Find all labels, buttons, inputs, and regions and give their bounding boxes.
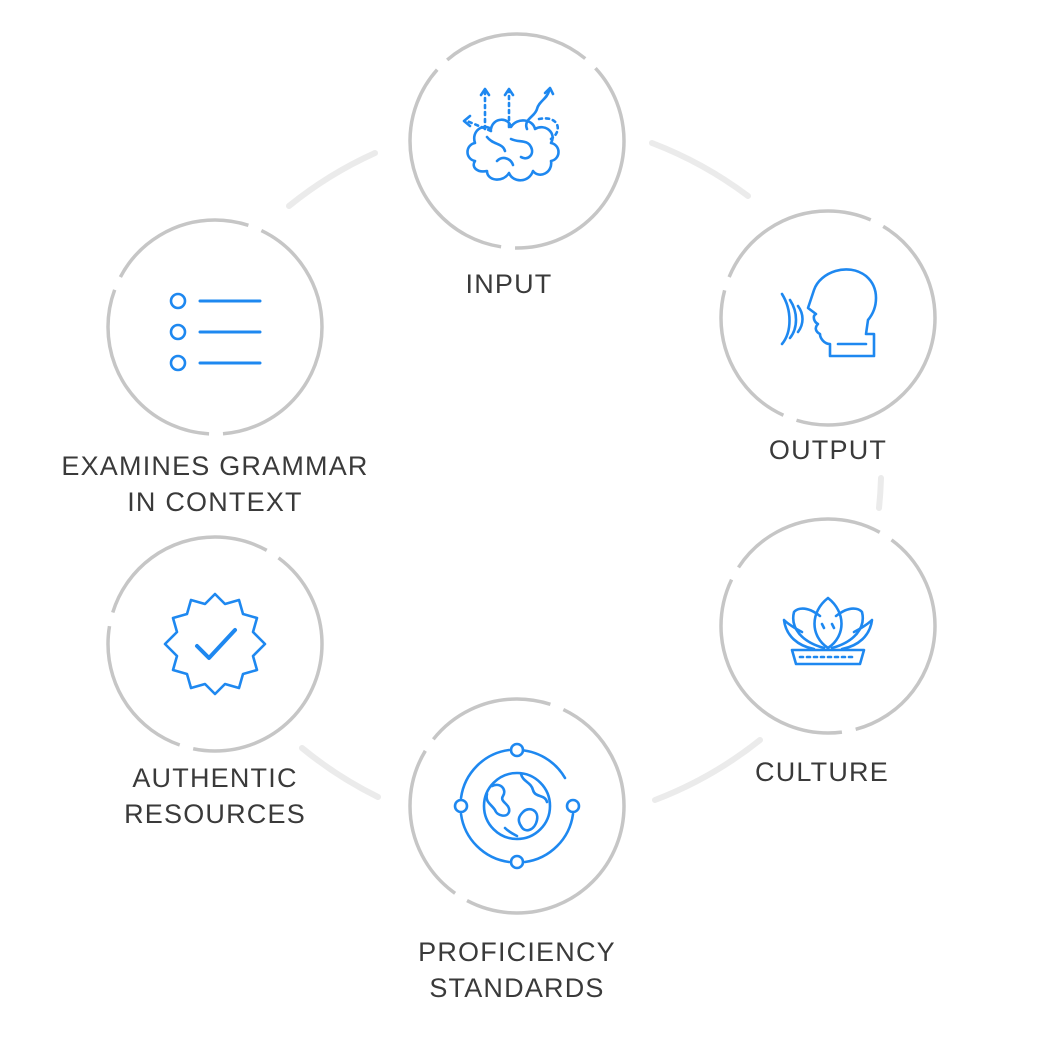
bullet-list-icon [169, 292, 262, 372]
cycle-connectors [286, 140, 884, 803]
ring-grammar [106, 218, 324, 436]
connector-grammar-input [286, 150, 378, 209]
label-proficiency-line-2: STANDARDS [429, 973, 605, 1003]
label-authentic: AUTHENTIC RESOURCES [124, 760, 306, 832]
ring-output [719, 209, 937, 427]
ring-input [408, 32, 626, 250]
connector-output-culture [876, 475, 884, 511]
node-rings [106, 32, 937, 915]
brain-arrows-icon [462, 86, 560, 182]
label-grammar: EXAMINES GRAMMAR IN CONTEXT [61, 448, 368, 520]
lotus-icon [782, 596, 874, 666]
label-output: OUTPUT [769, 432, 887, 468]
label-culture-line-1: CULTURE [755, 757, 889, 787]
label-input: INPUT [466, 266, 553, 302]
label-grammar-line-2: IN CONTEXT [127, 487, 303, 517]
ring-authentic [106, 535, 324, 753]
label-authentic-line-2: RESOURCES [124, 799, 306, 829]
label-culture: CULTURE [755, 754, 889, 790]
label-proficiency-line-1: PROFICIENCY [418, 937, 616, 967]
connector-proficiency-authentic [299, 745, 381, 800]
ring-proficiency [408, 697, 626, 915]
connector-input-output [649, 140, 751, 199]
connector-culture-proficiency [652, 737, 763, 803]
verified-badge-icon [163, 592, 267, 696]
globe-orbit-icon [453, 742, 581, 870]
speaking-head-icon [780, 268, 878, 358]
label-authentic-line-1: AUTHENTIC [132, 763, 298, 793]
label-grammar-line-1: EXAMINES GRAMMAR [61, 451, 369, 481]
label-input-line-1: INPUT [465, 269, 553, 299]
ring-culture [719, 517, 937, 735]
label-output-line-1: OUTPUT [768, 435, 888, 465]
label-proficiency: PROFICIENCY STANDARDS [418, 934, 616, 1006]
